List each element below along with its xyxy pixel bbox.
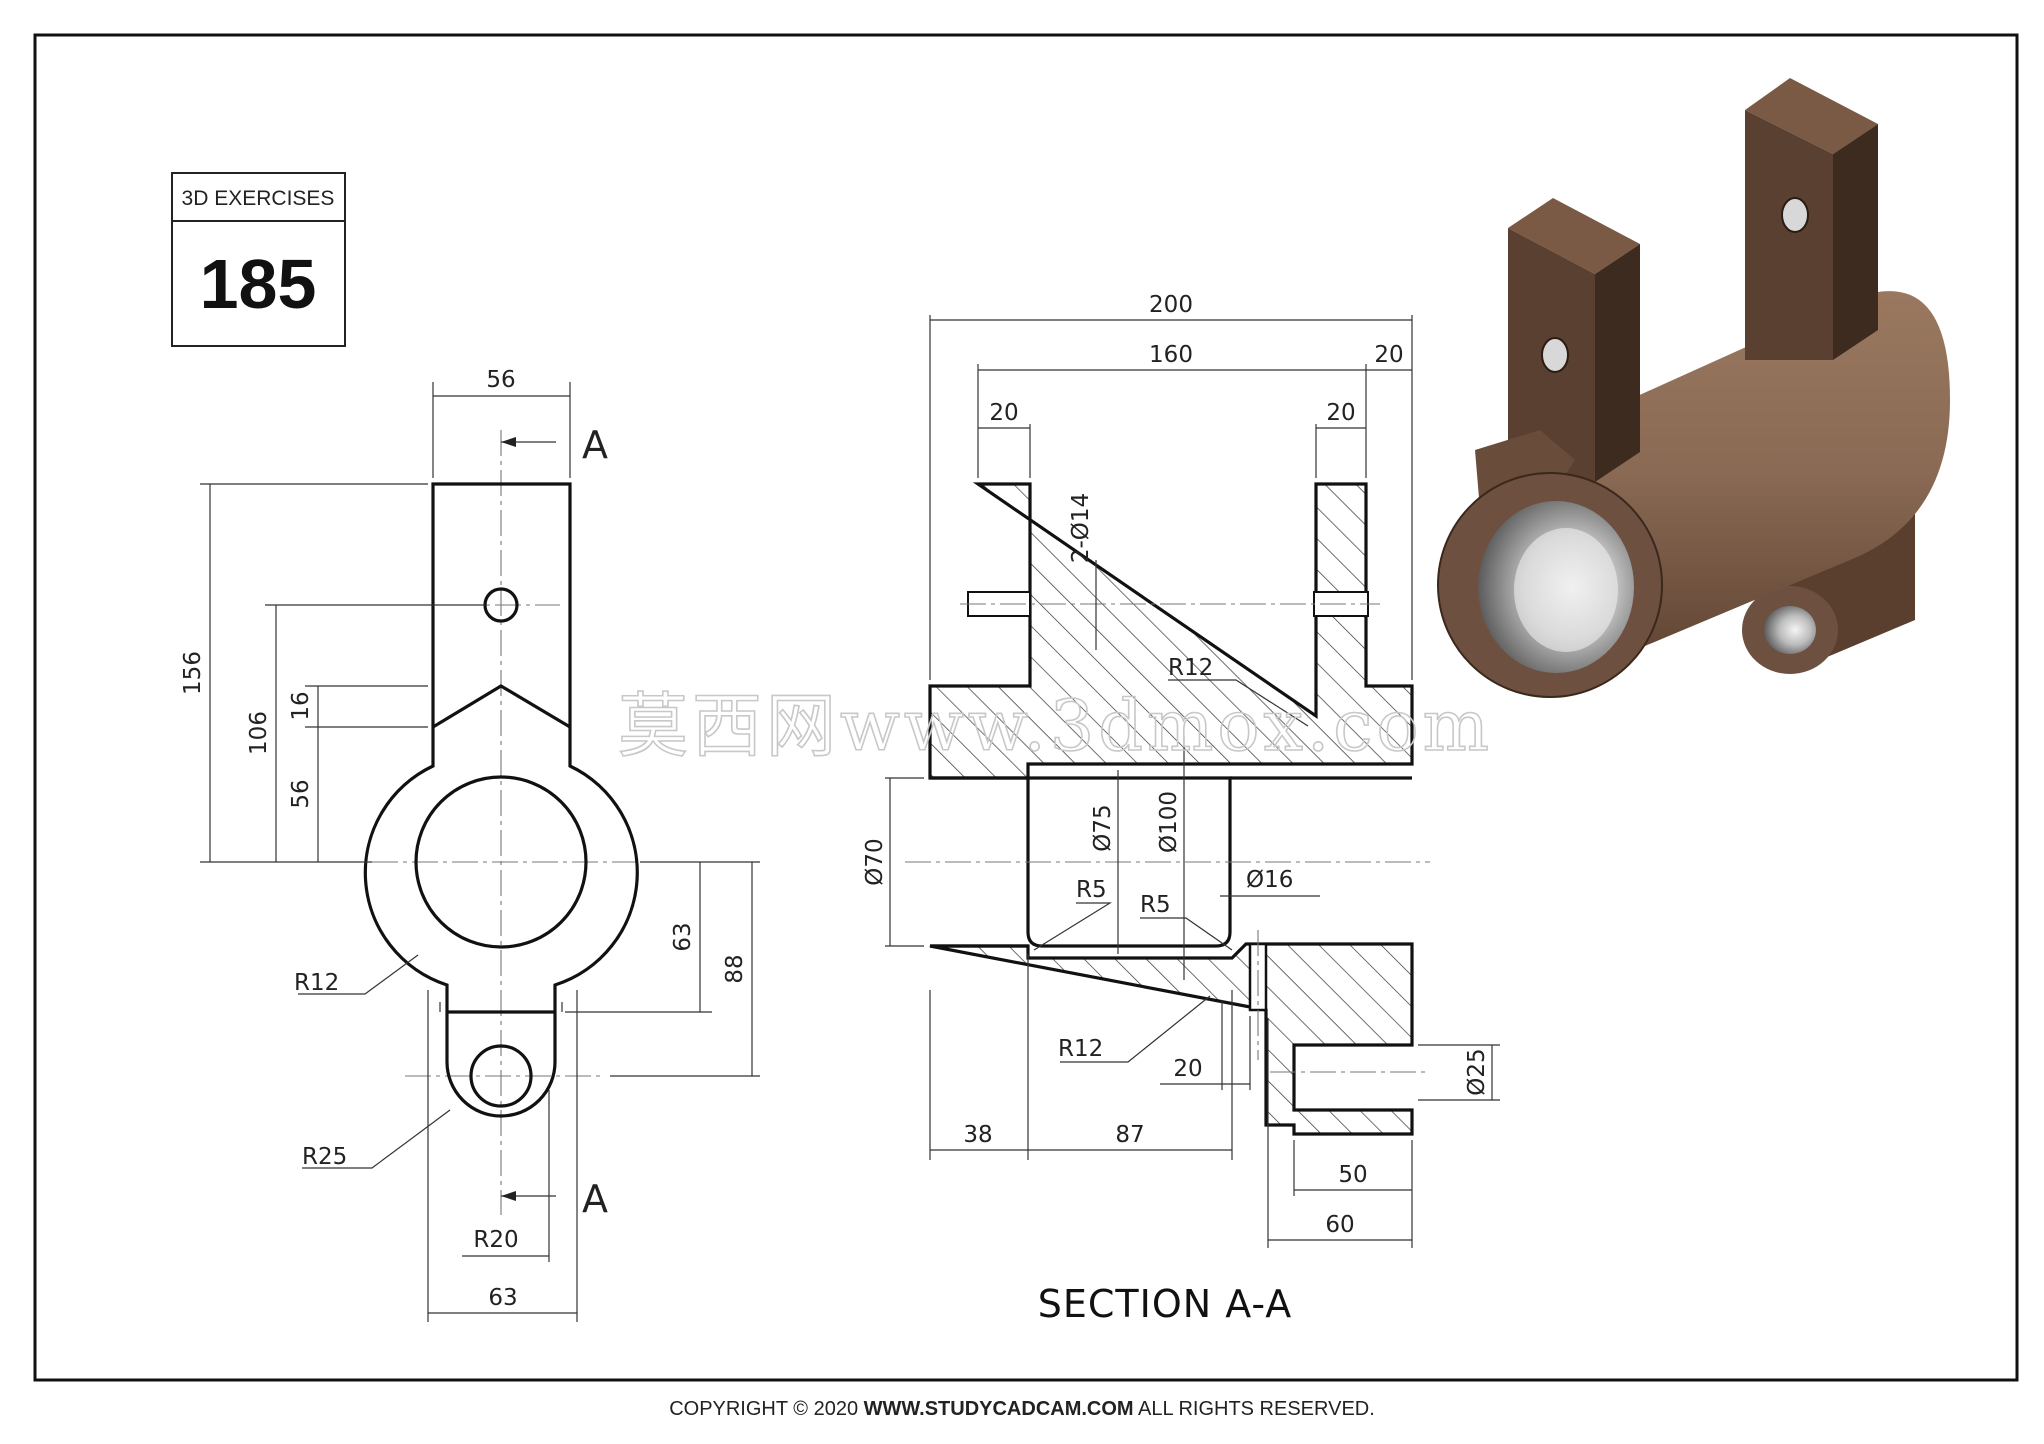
dim-section-r5-left: R5 (1076, 877, 1107, 903)
section-mark-top: A (582, 423, 608, 467)
exercise-badge: 3D EXERCISES 185 (171, 172, 346, 347)
section-mark-bottom: A (582, 1177, 608, 1221)
dim-section-20-right: 20 (1374, 342, 1403, 368)
badge-caption: 3D EXERCISES (182, 187, 335, 210)
isometric-part-image (1437, 78, 1950, 698)
front-view: 56 156 106 16 56 63 88 R12 R25 R20 (180, 367, 760, 1322)
dim-front-16: 16 (288, 691, 314, 720)
dim-section-50: 50 (1338, 1162, 1367, 1188)
dim-front-r20: R20 (473, 1227, 518, 1253)
dim-section-o16: Ø16 (1246, 867, 1293, 893)
dim-front-63v: 63 (670, 922, 696, 951)
dim-section-160: 160 (1149, 342, 1193, 368)
dim-section-20-small: 20 (1173, 1056, 1202, 1082)
dim-section-20-lug-right: 20 (1326, 400, 1355, 426)
footer-suffix: ALL RIGHTS RESERVED. (1133, 1398, 1375, 1420)
footer-site-link[interactable]: WWW.STUDYCADCAM.COM (863, 1398, 1134, 1420)
watermark: 莫西网www.3dmox.com (618, 685, 1493, 767)
dim-section-38: 38 (963, 1122, 992, 1148)
dim-front-r12: R12 (294, 970, 339, 996)
dim-section-87: 87 (1115, 1122, 1144, 1148)
dim-front-63h: 63 (488, 1285, 517, 1311)
sheet-border (33, 33, 2019, 1382)
dim-section-2-14: 2-Ø14 (1068, 493, 1094, 563)
dim-section-r12-bottom: R12 (1058, 1036, 1103, 1062)
dim-section-o70: Ø70 (862, 838, 888, 885)
dim-front-56: 56 (288, 779, 314, 808)
dim-section-60: 60 (1325, 1212, 1354, 1238)
dim-section-r12-top: R12 (1168, 655, 1213, 681)
dim-section-20-lug-left: 20 (989, 400, 1018, 426)
footer-prefix: COPYRIGHT © 2020 (669, 1398, 864, 1420)
dim-section-r5-right: R5 (1140, 892, 1171, 918)
dim-section-o100: Ø100 (1156, 791, 1182, 853)
dim-section-o75: Ø75 (1090, 804, 1116, 851)
section-view: 200 160 20 20 20 2-Ø14 R12 Ø70 Ø75 Ø100 … (862, 292, 1500, 1326)
copyright-footer: COPYRIGHT © 2020 WWW.STUDYCADCAM.COM ALL… (0, 1398, 2044, 1421)
section-title: SECTION A-A (1038, 1282, 1293, 1326)
dim-front-156: 156 (180, 651, 206, 695)
badge-number: 185 (200, 245, 317, 323)
dim-front-106: 106 (246, 711, 272, 755)
dim-front-width: 56 (486, 367, 515, 393)
dim-front-88: 88 (722, 954, 748, 983)
dim-section-o25: Ø25 (1464, 1048, 1490, 1095)
dim-front-r25: R25 (302, 1144, 347, 1170)
dim-section-200: 200 (1149, 292, 1193, 318)
